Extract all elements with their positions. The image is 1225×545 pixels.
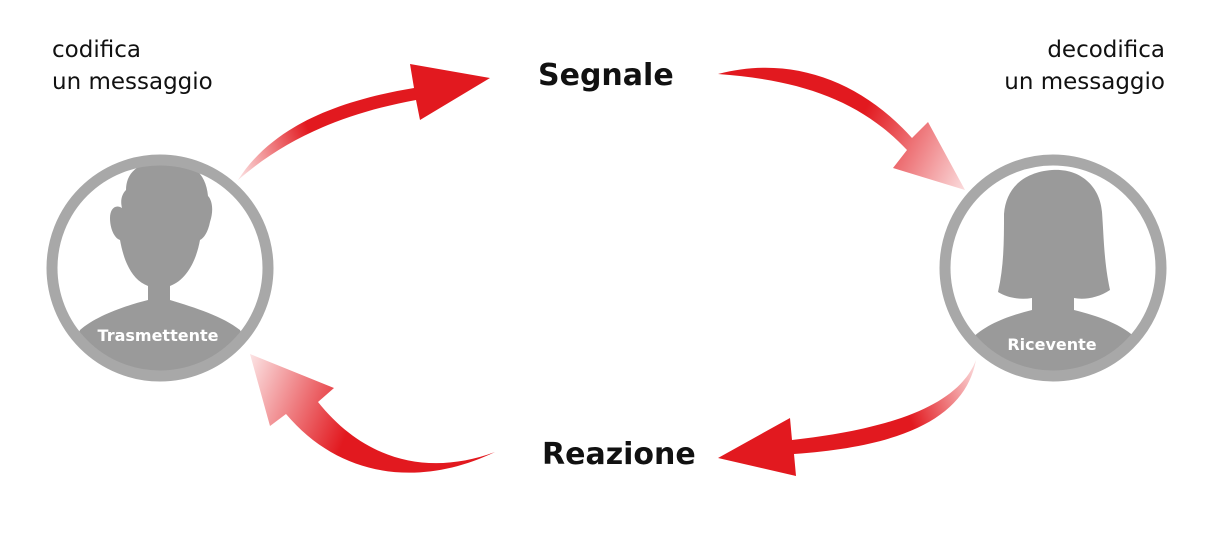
- signal-arrow: [238, 64, 490, 180]
- reaction-arrow: [718, 360, 976, 476]
- receiver-caption: decodifica un messaggio: [1004, 34, 1165, 98]
- sender-role-label: Trasmettente: [98, 326, 219, 345]
- sender-avatar: Trasmettente: [46, 154, 274, 382]
- sender-caption-line1: codifica: [52, 37, 141, 63]
- receiver-role-label: Ricevente: [1007, 335, 1096, 354]
- decode-arrow: [718, 67, 965, 190]
- sender-caption-line2: un messaggio: [52, 69, 213, 95]
- return-arrow: [250, 354, 495, 473]
- receiver-caption-line2: un messaggio: [1004, 69, 1165, 95]
- signal-label: Segnale: [538, 58, 674, 93]
- sender-caption: codifica un messaggio: [52, 34, 213, 98]
- reaction-label: Reazione: [542, 437, 696, 472]
- receiver-caption-line1: decodifica: [1047, 37, 1165, 63]
- receiver-avatar: Ricevente: [939, 154, 1167, 382]
